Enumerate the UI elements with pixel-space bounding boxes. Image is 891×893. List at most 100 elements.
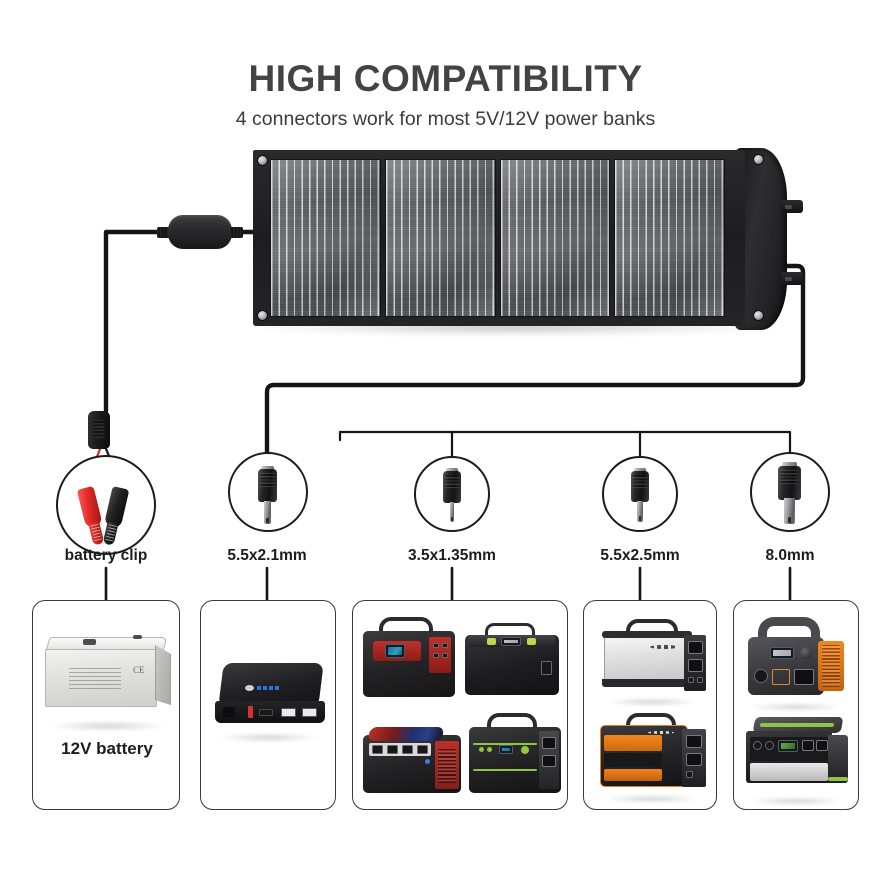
panel-section [614, 159, 725, 317]
battery-spec-label [69, 667, 121, 689]
power-bank-power-button [245, 685, 254, 691]
lead-acid-battery: CE [37, 629, 177, 719]
device-shadow [750, 703, 842, 711]
panel-grommet [257, 310, 268, 321]
station-port [387, 745, 398, 754]
power-bank-dc-input [223, 707, 235, 717]
station-ac-outlet [686, 735, 702, 748]
connector-label-dc-5521: 5.5x2.1mm [227, 547, 307, 564]
connector-label-dc-35135: 3.5x1.35mm [408, 547, 496, 564]
device-box-power-bank [200, 600, 336, 810]
device-shadow [606, 698, 698, 706]
station-handle [626, 619, 678, 635]
barrel-pin [449, 502, 455, 522]
station-shell [748, 637, 824, 695]
power-station-orange [596, 713, 708, 799]
station-side-panel [828, 735, 848, 783]
barrel-grip [778, 466, 801, 500]
station-ac-outlet [542, 755, 556, 767]
panel-loop [781, 272, 803, 285]
station-accent-line [473, 769, 537, 771]
station-indicator [425, 759, 430, 764]
panel-grommet [753, 154, 764, 165]
power-station-silver [598, 619, 706, 701]
module-body [168, 215, 232, 249]
station-handle [485, 623, 535, 637]
device-box-power-stations-c [733, 600, 859, 810]
station-orange-panel [604, 735, 662, 751]
station-leds [648, 731, 674, 734]
barrel-grip [258, 469, 277, 502]
station-vent [438, 749, 456, 783]
station-usb-group [772, 669, 790, 685]
station-display [770, 647, 794, 659]
station-display [499, 745, 513, 754]
power-station-orange-gray [744, 617, 850, 707]
station-indicator [479, 747, 484, 752]
station-ac-outlet [688, 641, 703, 654]
strain-relief [230, 227, 243, 238]
device-box-caption: 12V battery [61, 739, 153, 758]
solar-panel [253, 148, 803, 336]
station-top-cables [367, 727, 445, 741]
station-indicator [487, 638, 496, 645]
power-station-green-front [469, 713, 561, 797]
station-display [501, 637, 521, 646]
station-handle [758, 617, 820, 641]
station-port [433, 653, 439, 658]
station-ac-outlet [688, 659, 703, 672]
station-port-strip [369, 743, 431, 756]
device-shadow [219, 733, 319, 742]
station-port [442, 643, 448, 648]
panel-body [253, 150, 745, 326]
station-ac-outlet [542, 737, 556, 749]
station-port [686, 771, 693, 778]
power-station-red-display [363, 617, 455, 701]
station-ac-outlet [802, 740, 814, 751]
barrel-pin [636, 501, 644, 522]
power-bank-usb-a [281, 708, 296, 717]
station-port [688, 677, 694, 683]
station-display [385, 644, 405, 658]
barrel-collar [446, 468, 458, 473]
station-frame-bottom [602, 679, 692, 687]
barrel-grip [443, 471, 461, 503]
panel-loop [781, 200, 803, 213]
barrel-collar [634, 468, 646, 473]
station-handle [626, 713, 676, 727]
barrel-pin [784, 498, 795, 524]
connector-label-dc-5525: 5.5x2.5mm [600, 547, 680, 564]
connector-ridges [94, 420, 104, 438]
station-frame-top [602, 631, 692, 638]
panel-section [499, 159, 611, 317]
dc-barrel-80 [778, 462, 801, 524]
panel-section [270, 159, 381, 317]
battery-side [155, 645, 171, 705]
panel-cell-sections [270, 159, 725, 317]
station-indicator [527, 638, 536, 645]
power-bank-indicator [248, 706, 253, 718]
station-ac-outlet [794, 669, 814, 685]
usb-power-bank [215, 663, 325, 735]
page-subtitle: 4 connectors work for most 5V/12V power … [235, 108, 656, 130]
station-indicator [521, 746, 529, 754]
station-accent-line [473, 743, 537, 745]
inline-cable-module [157, 215, 243, 249]
strain-relief [157, 227, 170, 238]
barrel-pin [263, 501, 272, 524]
dc-barrel-35135 [443, 468, 461, 522]
device-shadow [748, 797, 844, 805]
station-port [754, 669, 768, 683]
station-silver-band [750, 763, 828, 781]
panel-grommet [753, 310, 764, 321]
power-bank-usb-a [302, 708, 317, 717]
barrel-collar [261, 466, 274, 471]
power-station-green-handle [465, 623, 559, 701]
device-box-power-stations-a [352, 600, 568, 810]
station-leds [650, 645, 678, 649]
dc-barrel-5521 [258, 466, 277, 524]
station-handle [487, 713, 537, 729]
device-box-battery: CE 12V battery [32, 600, 180, 810]
page-title: HIGH COMPATIBILITY [248, 58, 643, 99]
power-station-red-handles [363, 719, 461, 797]
